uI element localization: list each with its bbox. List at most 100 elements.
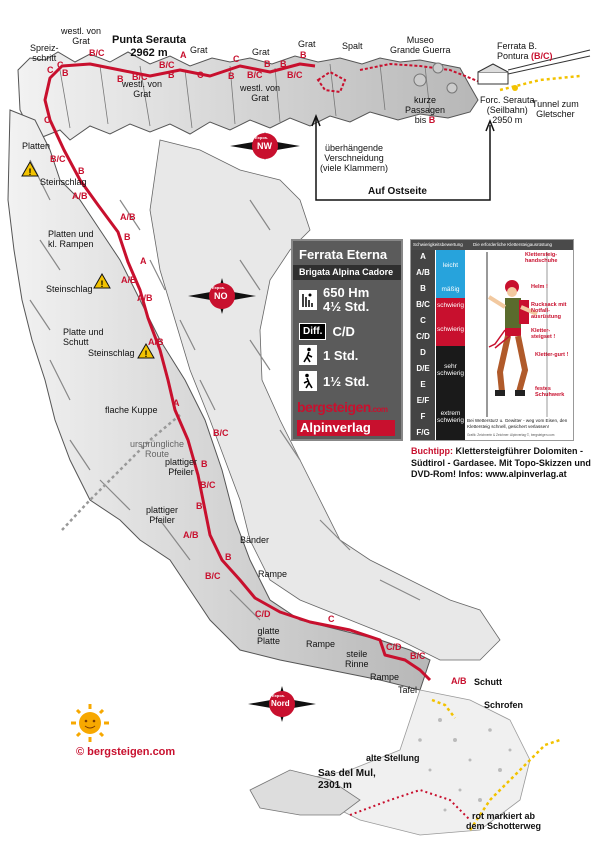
label-flache-kuppe: flache Kuppe [105, 405, 158, 415]
punta-serauta-label: Punta Serauta 2962 m [112, 34, 186, 59]
scale-credit: Grafik: Zeichnerin & Zeichner: Alpinverl… [467, 433, 555, 437]
warning-icons: ! ! ! [21, 160, 155, 359]
compass-no-label: NO [214, 291, 228, 301]
label-rampe-3: Rampe [370, 672, 400, 682]
grade-mark: A [173, 398, 180, 408]
svg-text:!: ! [145, 349, 148, 359]
grade-mark: A/B [121, 275, 137, 285]
grade-de: D/E [416, 364, 430, 373]
grade-mark: B [225, 552, 232, 562]
grade-column [411, 250, 435, 440]
grade-mark: B [117, 74, 124, 84]
ann-set: Kletter-steigset ! [531, 328, 556, 341]
grade-mark: A/B [72, 191, 88, 201]
grade-mark: B/C [200, 480, 216, 490]
compass-no [188, 278, 256, 314]
grade-scale: Schwierigkeitsbewertung Die erforderlich… [410, 239, 574, 441]
grade-mark: B/C [213, 428, 229, 438]
grade-b: B [420, 284, 426, 293]
grade-mark: C [233, 54, 240, 64]
grade-mark: B/C [287, 70, 303, 80]
grade-mark: A/B [137, 293, 153, 303]
sas-del-mul-label: Sas del Mul, 2301 m [318, 768, 376, 791]
ann-rucksack: Rucksack mit Notfall-ausrüstung [531, 302, 567, 321]
grade-mark: B [300, 50, 307, 60]
band-extrem-schwierig: extrem schwierig [436, 394, 465, 440]
climber-illustration [486, 252, 548, 417]
band-schwierig-2: schwierig [436, 314, 465, 346]
label-steinschlag-3: Steinschlag [88, 348, 135, 358]
grade-mark: A/B [183, 530, 199, 540]
grade-mark: C/D [386, 642, 402, 652]
ann-schuh: festes Schuhwerk [535, 386, 565, 399]
grade-d: D [420, 348, 426, 357]
marked-path [468, 738, 561, 831]
route-subtitle: Brigata Alpina Cadore [293, 265, 401, 280]
route-line [43, 62, 432, 682]
compass-nw-caption: Expos. [255, 135, 269, 140]
grade-mark: C [197, 70, 204, 80]
grade-mark: C [44, 115, 51, 125]
grade-cd: C/D [416, 332, 430, 341]
grade-mark: A/B [148, 337, 164, 347]
scale-header: Schwierigkeitsbewertung Die erforderlich… [411, 240, 573, 250]
grade-mark: B [168, 70, 175, 80]
grade-mark: A [180, 50, 187, 60]
band-schwierig-1: schwierig [436, 298, 465, 314]
grade-mark: B [280, 59, 287, 69]
grade-ab: A/B [416, 268, 430, 277]
grade-mark: B/C [89, 48, 105, 58]
grade-fg: F/G [416, 428, 430, 437]
label-rampe-1: Rampe [258, 569, 288, 579]
grade-mark: B/C [132, 72, 148, 82]
grade-f: F [420, 412, 426, 421]
grade-mark: A/B [120, 212, 136, 222]
label-schutt: Schutt [474, 677, 502, 687]
label-tafel: Tafel [398, 685, 418, 695]
grade-mark: B/C [247, 70, 263, 80]
grade-mark: A [140, 256, 147, 266]
grade-mark: C [328, 614, 335, 624]
ann-handschuhe: Klettersteig-handschuhe [525, 252, 558, 265]
label-steinschlag-1: Steinschlag [40, 177, 87, 187]
grade-mark: C [47, 65, 54, 75]
label-auf-ostseite: Auf Ostseite [368, 186, 427, 197]
sun-logo [71, 704, 109, 742]
label-spreizschritt: Spreiz-schritt [30, 43, 59, 63]
compass-nord-label: Nord [271, 699, 290, 708]
grade-mark: B/C [410, 651, 426, 661]
ann-gurt: Kletter-gurt ! [535, 352, 569, 358]
grade-mark: B/C [205, 571, 221, 581]
compass-nord-caption: Expos. [272, 693, 286, 698]
label-forc-serauta: Forc. Serauta(Seilbahn)2950 m [480, 95, 535, 125]
route-title: Ferrata Eterna [299, 247, 388, 262]
grade-mark: B [196, 501, 203, 511]
compass-nw-label: NW [257, 141, 272, 151]
grade-mark: B [62, 68, 69, 78]
grade-mark: C/D [255, 609, 271, 619]
label-spalt: Spalt [342, 41, 363, 51]
grade-mark: B [201, 459, 208, 469]
original-route [61, 414, 181, 531]
label-rampe-2: Rampe [306, 639, 336, 649]
label-alte-stellung: alte Stellung [366, 753, 420, 763]
svg-text:!: ! [101, 279, 104, 289]
grade-e: E [420, 380, 426, 389]
copyright: © bergsteigen.com [76, 746, 176, 758]
grade-mark: B [124, 232, 131, 242]
label-platten: Platten [22, 141, 51, 151]
grade-mark: B [78, 166, 85, 176]
band-maessig: mäßig [436, 282, 465, 298]
label-grat-1: Grat [190, 45, 208, 55]
